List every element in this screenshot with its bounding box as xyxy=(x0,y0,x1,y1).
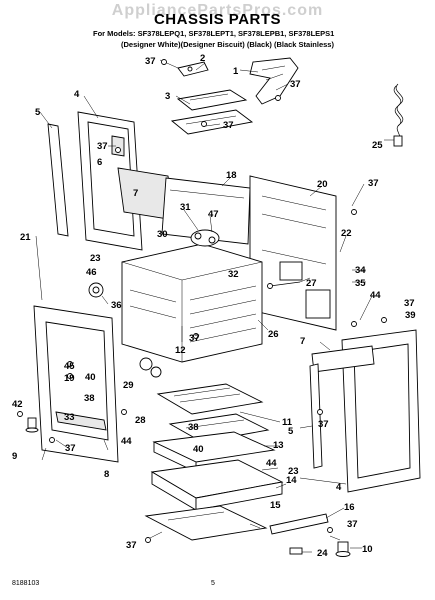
callout-37: 37 xyxy=(97,141,108,152)
callout-37: 37 xyxy=(368,178,379,189)
callout-13: 13 xyxy=(273,440,284,451)
bracket-6 xyxy=(111,135,125,157)
callout-37: 37 xyxy=(318,419,329,430)
page-title: CHASSIS PARTS xyxy=(153,11,282,28)
callout-37: 37 xyxy=(223,120,234,131)
callout-18: 18 xyxy=(226,170,237,181)
drawer-bottom-15 xyxy=(144,505,268,541)
callout-22: 22 xyxy=(341,228,352,239)
callout-8: 8 xyxy=(104,469,109,480)
callout-5: 5 xyxy=(288,426,294,437)
callout-45: 45 xyxy=(64,361,75,372)
side-trim-5 xyxy=(47,123,69,237)
callout-21: 21 xyxy=(20,232,31,243)
callout-37: 37 xyxy=(290,79,301,90)
knob-36 xyxy=(88,282,104,298)
callout-39: 39 xyxy=(405,310,416,321)
callout-2: 2 xyxy=(200,53,205,64)
callout-36: 36 xyxy=(111,300,122,311)
callout-6: 6 xyxy=(97,157,102,168)
callout-28: 28 xyxy=(135,415,146,426)
callout-30: 30 xyxy=(157,229,168,240)
callout-24: 24 xyxy=(317,548,328,559)
callout-37: 37 xyxy=(126,540,137,551)
power-cord-25 xyxy=(393,83,404,147)
callout-5: 5 xyxy=(35,107,41,118)
igniter-35 xyxy=(267,281,301,289)
callout-14: 14 xyxy=(286,475,297,486)
callout-25: 25 xyxy=(372,140,383,151)
callout-15: 15 xyxy=(270,500,281,511)
callout-16: 16 xyxy=(344,502,355,513)
screws xyxy=(17,59,387,543)
door-side-trim xyxy=(309,363,323,469)
door-handle-33 xyxy=(55,411,107,431)
broiler-pan-11 xyxy=(156,383,264,415)
leveling-leg-9 xyxy=(25,417,39,433)
callout-37: 37 xyxy=(189,333,200,344)
side-panel-21 xyxy=(33,305,119,463)
clip-24 xyxy=(289,547,303,555)
leveling-leg-10 xyxy=(335,541,351,557)
callout-12: 12 xyxy=(175,345,186,356)
callout-9: 9 xyxy=(12,451,17,462)
callout-29: 29 xyxy=(123,380,134,391)
callout-7: 7 xyxy=(300,336,305,347)
callout-7: 7 xyxy=(133,188,138,199)
page-number: 5 xyxy=(211,580,215,587)
model-variants: (Designer White)(Designer Biscuit) (Blac… xyxy=(121,40,334,49)
rear-panel-20 xyxy=(249,175,337,331)
callout-37: 37 xyxy=(145,56,156,67)
callout-40: 40 xyxy=(193,444,204,455)
callout-3: 3 xyxy=(165,91,170,102)
hinge-bracket-2 xyxy=(177,61,209,77)
watermark: AppliancePartsPros.com xyxy=(111,2,324,19)
callout-labels: 37 2 1 37 4 3 37 5 37 6 7 18 20 37 21 31… xyxy=(12,53,416,559)
callout-40: 40 xyxy=(85,372,96,383)
vent-bracket-1 xyxy=(249,57,299,105)
door-outer-panel xyxy=(311,329,421,493)
oven-cavity xyxy=(121,243,263,363)
callout-46: 46 xyxy=(86,267,97,278)
callout-20: 20 xyxy=(317,179,328,190)
callout-4: 4 xyxy=(74,89,80,100)
callout-38: 38 xyxy=(188,422,199,433)
broiler-grid-38 xyxy=(168,413,270,443)
document-code: 8188103 xyxy=(12,580,40,587)
callout-1: 1 xyxy=(233,66,239,77)
drawer-front-14 xyxy=(150,459,284,511)
callout-27: 27 xyxy=(306,278,317,289)
callout-31: 31 xyxy=(180,202,191,213)
insulation-18 xyxy=(161,177,251,245)
drawer-13 xyxy=(152,431,276,473)
callout-37: 37 xyxy=(404,298,415,309)
callout-10: 10 xyxy=(362,544,373,555)
callout-35: 35 xyxy=(355,278,366,289)
callout-33: 33 xyxy=(64,412,75,423)
callout-42: 42 xyxy=(12,399,23,410)
callout-44: 44 xyxy=(370,290,381,301)
callout-11: 11 xyxy=(282,417,293,428)
model-list: For Models: SF378LEPQ1, SF378LEPT1, SF37… xyxy=(93,29,335,38)
callout-44: 44 xyxy=(266,458,277,469)
drawer-rail-16 xyxy=(269,513,329,535)
callout-47: 47 xyxy=(208,209,219,220)
callout-26: 26 xyxy=(268,329,279,340)
callout-44: 44 xyxy=(121,436,132,447)
callout-37: 37 xyxy=(347,519,358,530)
callout-19: 19 xyxy=(64,373,75,384)
callout-32: 32 xyxy=(228,269,239,280)
callout-37: 37 xyxy=(65,443,76,454)
callout-38: 38 xyxy=(84,393,95,404)
callout-23: 23 xyxy=(90,253,101,264)
callout-34: 34 xyxy=(355,265,366,276)
switch-29 xyxy=(139,357,162,378)
burner-tray-3 xyxy=(170,89,254,135)
callout-23: 23 xyxy=(288,466,299,477)
leader-lines xyxy=(35,59,394,553)
callout-4: 4 xyxy=(336,482,342,493)
gas-valve-assembly-31 xyxy=(190,229,220,247)
